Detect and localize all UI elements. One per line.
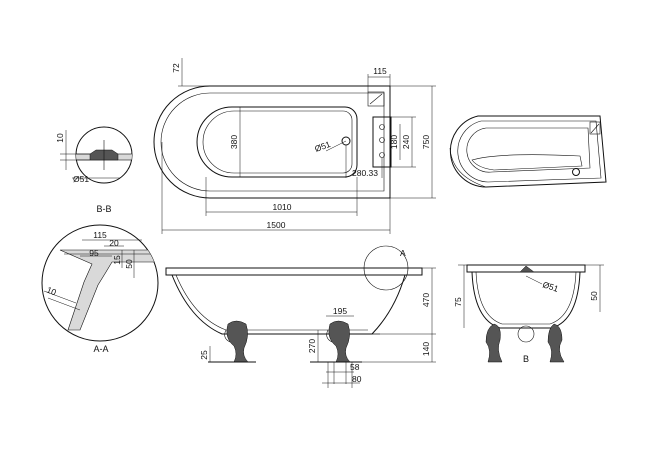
- end-marker-b: B: [523, 354, 529, 364]
- dim-58: 58: [350, 362, 360, 372]
- aa-10: 10: [45, 285, 58, 298]
- persp-overflow-mark: [590, 123, 600, 134]
- aa-label: A-A: [93, 344, 108, 354]
- dim-115: 115: [373, 66, 387, 76]
- dim-380: 380: [229, 135, 239, 149]
- side-view: A 470 140 270 195 25 58 80: [165, 245, 436, 388]
- aa-20: 20: [109, 238, 119, 248]
- dim-line-aa-10b: [47, 297, 81, 311]
- dim-72: 72: [171, 63, 181, 73]
- side-body: [171, 274, 406, 335]
- side-marker-a: A: [400, 248, 406, 258]
- end-body: [471, 271, 581, 329]
- dim-140: 140: [421, 342, 431, 356]
- persp-inner-rim: [457, 120, 602, 183]
- end-foot-right: [547, 323, 565, 363]
- dim-waste-dia: Ø51: [313, 139, 332, 154]
- plan-basin: [196, 106, 358, 178]
- dim-25: 25: [199, 350, 209, 360]
- dim-180: 180: [389, 135, 399, 149]
- dim-270: 270: [307, 339, 317, 353]
- aa-50: 50: [124, 259, 134, 269]
- end-waste-dia: Ø51: [541, 279, 560, 294]
- plan-outer-rim: [153, 85, 391, 199]
- dim-470: 470: [421, 293, 431, 307]
- end-detail-b-circle: [517, 325, 535, 343]
- side-rim: [165, 267, 423, 276]
- end-waste: [519, 265, 535, 273]
- persp-basin: [466, 127, 591, 173]
- dim-75: 75: [453, 297, 463, 307]
- plan-overflow-mark: [369, 93, 383, 105]
- end-view: Ø51 B 75 50: [453, 264, 604, 364]
- detail-aa-circle: [41, 224, 159, 342]
- persp-outer-curve: [449, 147, 487, 188]
- bb-thickness: 10: [55, 133, 65, 143]
- leader-waste: [325, 140, 347, 152]
- dim-280-33: 280.33: [352, 168, 378, 178]
- plan-tap-hole-3: [379, 152, 385, 158]
- dim-80: 80: [352, 374, 362, 384]
- plan-tap-hole-1: [379, 124, 385, 130]
- aa-115: 115: [93, 230, 107, 240]
- side-foot-right: [326, 320, 351, 363]
- aa-95: 95: [89, 248, 99, 258]
- plan-inner-rim: [160, 92, 385, 192]
- detail-aa-profile: [59, 249, 158, 331]
- end-foot-left: [485, 323, 503, 363]
- dim-line-aa-10: [43, 290, 77, 304]
- perspective-view: [449, 115, 607, 188]
- dim-1010: 1010: [273, 202, 292, 212]
- persp-basin-floor: [471, 154, 583, 171]
- dim-end-50: 50: [589, 291, 599, 301]
- side-detail-a-circle: [363, 245, 409, 291]
- dim-1500: 1500: [267, 220, 286, 230]
- side-foot-left: [224, 320, 249, 363]
- dim-240: 240: [401, 135, 411, 149]
- dim-195: 195: [333, 306, 347, 316]
- end-body-inner: [475, 271, 577, 325]
- plan-tap-hole-2: [379, 137, 385, 143]
- detail-bb: 10 Ø51 B-B: [55, 126, 133, 214]
- detail-aa: 115 20 95 15 50 10 A-A: [41, 224, 159, 354]
- dim-750: 750: [421, 135, 431, 149]
- persp-outer-rim: [449, 115, 607, 188]
- persp-overflow: [589, 121, 601, 135]
- end-waste-leader: [525, 275, 543, 285]
- bb-label: B-B: [96, 204, 111, 214]
- aa-15: 15: [112, 255, 122, 265]
- bb-waste-dia: Ø51: [73, 174, 89, 184]
- plan-view: 72 115 750 240 180 Ø51 380 280.33 1: [153, 58, 436, 234]
- plan-overflow-box: [367, 91, 385, 107]
- plan-basin-inner: [202, 110, 353, 174]
- persp-waste: [572, 168, 580, 176]
